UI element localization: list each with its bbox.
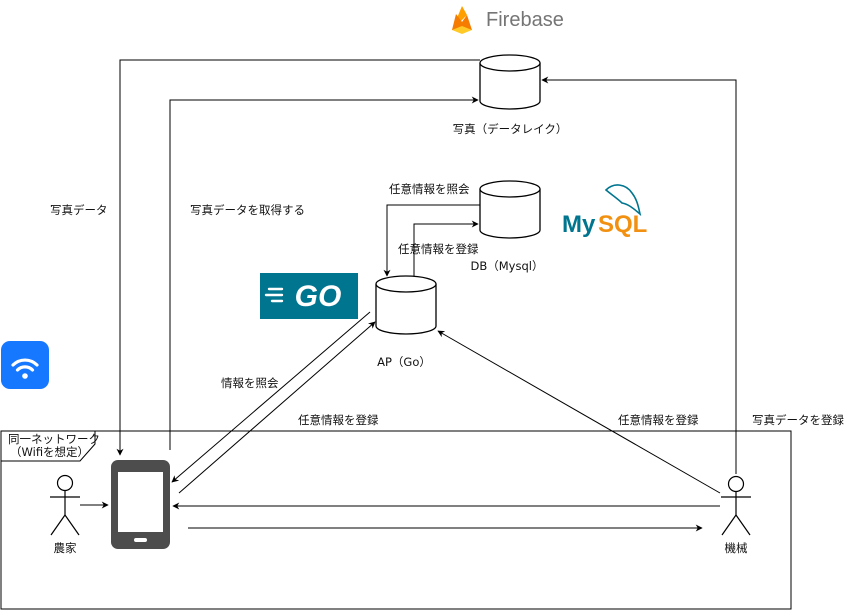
go-speed-lines-icon <box>264 287 284 303</box>
go-text: GO <box>295 280 342 313</box>
db-label: DB（Mysql） <box>471 259 544 273</box>
db-cylinder <box>479 180 541 239</box>
edge-machine-to-ap <box>437 330 721 494</box>
machine-actor-icon <box>721 475 751 536</box>
edge-phone-to-storage <box>169 96 479 450</box>
edge-db-register <box>413 220 479 276</box>
firebase-label: Firebase <box>486 9 564 31</box>
mysql-logo: My SQL <box>562 184 647 238</box>
edge-machine-to-storage <box>541 76 737 474</box>
connectors <box>80 59 737 532</box>
edge-storage-to-phone <box>116 59 480 456</box>
ap-label: AP（Go） <box>377 355 431 369</box>
go-logo: GO <box>260 273 358 319</box>
edge-label-info-query: 情報を照会 <box>221 376 279 390</box>
smartphone-icon <box>111 460 170 549</box>
farmer-label: 農家 <box>54 541 77 555</box>
edge-db-query <box>383 204 480 277</box>
firebase-logo: Firebase <box>452 6 564 34</box>
mysql-sql-text: SQL <box>598 211 647 238</box>
edge-label-db-query: 任意情報を照会 <box>389 182 470 196</box>
edge-label-photo-data: 写真データ <box>50 203 108 217</box>
firebase-storage-cylinder <box>479 54 541 110</box>
ap-cylinder <box>375 275 437 335</box>
mysql-my-text: My <box>562 211 596 238</box>
edge-label-get-photo-data: 写真データを取得する <box>190 203 305 217</box>
edge-label-db-register: 任意情報を登録 <box>398 242 479 256</box>
edge-label-machine-register: 任意情報を登録 <box>618 413 699 427</box>
network-group <box>0 430 792 610</box>
edge-phone-to-ap <box>178 321 376 494</box>
firebase-flame-icon <box>452 6 472 34</box>
edge-label-phone-register: 任意情報を登録 <box>298 413 379 427</box>
network-group-subtitle: （Wifiを想定） <box>10 445 89 459</box>
farmer-actor-icon <box>50 474 80 536</box>
network-group-title: 同一ネットワーク <box>8 432 100 446</box>
edge-label-photo-register: 写真データを登録 <box>752 413 844 427</box>
dolphin-icon <box>604 184 642 217</box>
firebase-storage-label: 写真（データレイク） <box>453 122 568 136</box>
edge-ap-to-phone <box>171 311 371 483</box>
machine-label: 機械 <box>725 541 748 555</box>
wifi-icon <box>1 341 49 389</box>
